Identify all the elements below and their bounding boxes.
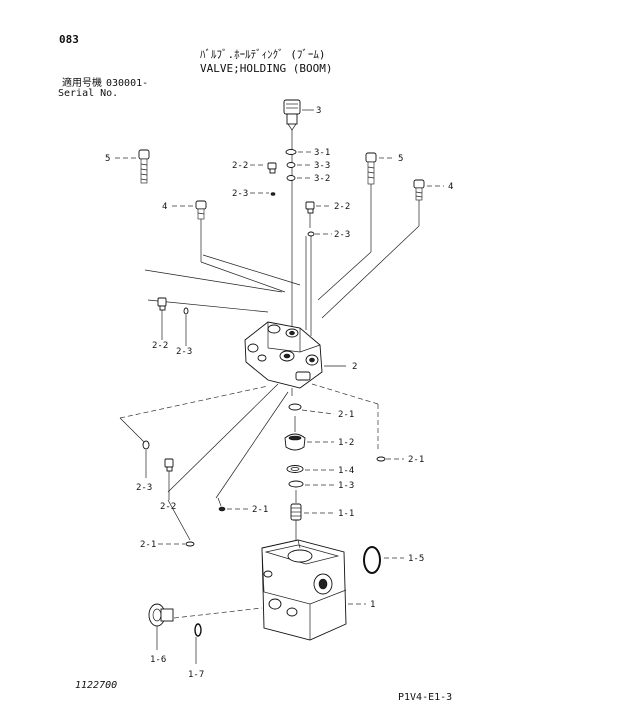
callout-2-2-mid: 2-2 — [334, 202, 350, 212]
part-1-3-ring — [288, 480, 304, 488]
part-3-2-ring — [286, 175, 296, 181]
part-3-1-ring — [285, 149, 297, 155]
callout-4-left: 4 — [162, 202, 167, 212]
part-2-1-ring-right — [376, 456, 386, 462]
part-4-bolt-left — [195, 200, 207, 220]
part-1-2-cap — [284, 433, 306, 451]
page-number: 083 — [59, 33, 79, 46]
part-2-1-ring-left — [185, 541, 195, 547]
callout-1-6: 1-6 — [150, 655, 166, 665]
serial-label-english: Serial No. — [58, 88, 119, 99]
part-2-1-ring-mid — [218, 506, 226, 512]
page-code: P1V4-E1-3 — [398, 692, 453, 703]
part-2-3-ring-mid — [307, 231, 315, 237]
callout-1-5: 1-5 — [408, 554, 424, 564]
drawing-number: 1122700 — [75, 680, 118, 691]
callout-2-3-top: 2-3 — [232, 189, 248, 199]
serial-label-japanese: 適用号機 — [62, 78, 102, 89]
callout-1-4: 1-4 — [338, 466, 354, 476]
callout-3: 3 — [316, 106, 321, 116]
part-2-2-plug-top — [267, 162, 277, 174]
part-5-bolt-left — [138, 149, 150, 184]
callout-2-1-mid: 2-1 — [252, 505, 268, 515]
callout-3-2: 3-2 — [314, 174, 330, 184]
callout-2-3-low: 2-3 — [136, 483, 152, 493]
callout-3-1: 3-1 — [314, 148, 330, 158]
callout-2-3-mid: 2-3 — [334, 230, 350, 240]
callout-2-3-left: 2-3 — [176, 347, 192, 357]
serial-value: 030001- — [106, 78, 149, 89]
part-1-6-plug — [148, 603, 174, 627]
part-1-5-o-ring — [363, 546, 381, 574]
callout-1-7: 1-7 — [188, 670, 204, 680]
part-3-plug — [283, 99, 301, 131]
callout-2-2-top: 2-2 — [232, 161, 248, 171]
part-1-7-ring — [194, 623, 202, 637]
part-2-2-plug-left — [157, 297, 167, 311]
callout-1: 1 — [370, 600, 375, 610]
part-2-1-ring-a — [288, 403, 302, 411]
part-2-valve-body — [244, 321, 323, 389]
callout-4-right: 4 — [448, 182, 453, 192]
callout-1-2: 1-2 — [338, 438, 354, 448]
part-1-1-spring — [290, 503, 302, 521]
part-2-3-ring-low — [142, 440, 150, 450]
part-2-2-plug-low — [164, 458, 174, 472]
callout-5-right: 5 — [398, 154, 403, 164]
callout-2-1-right: 2-1 — [408, 455, 424, 465]
part-2-3-ring-top — [270, 192, 276, 196]
callout-3-3: 3-3 — [314, 161, 330, 171]
part-2-2-plug-mid — [305, 201, 315, 214]
part-1-main-body — [261, 539, 347, 641]
part-2-3-ring-left — [183, 307, 189, 315]
part-4-bolt-right — [413, 179, 425, 201]
callout-1-3: 1-3 — [338, 481, 354, 491]
part-5-bolt-right — [365, 152, 377, 185]
callout-2-2-low: 2-2 — [160, 502, 176, 512]
callout-2-1-a: 2-1 — [338, 410, 354, 420]
callout-2: 2 — [352, 362, 357, 372]
callout-2-1-left: 2-1 — [140, 540, 156, 550]
callout-1-1: 1-1 — [338, 509, 354, 519]
callout-5-left: 5 — [105, 154, 110, 164]
part-1-4-washer — [286, 465, 304, 473]
title-japanese: ﾊﾞﾙﾌﾞ.ﾎｰﾙﾃﾞｨﾝｸﾞ (ﾌﾞｰﾑ) — [200, 48, 326, 61]
title-english: VALVE;HOLDING (BOOM) — [200, 62, 333, 75]
part-3-3-ring — [286, 162, 296, 168]
callout-2-2-left: 2-2 — [152, 341, 168, 351]
